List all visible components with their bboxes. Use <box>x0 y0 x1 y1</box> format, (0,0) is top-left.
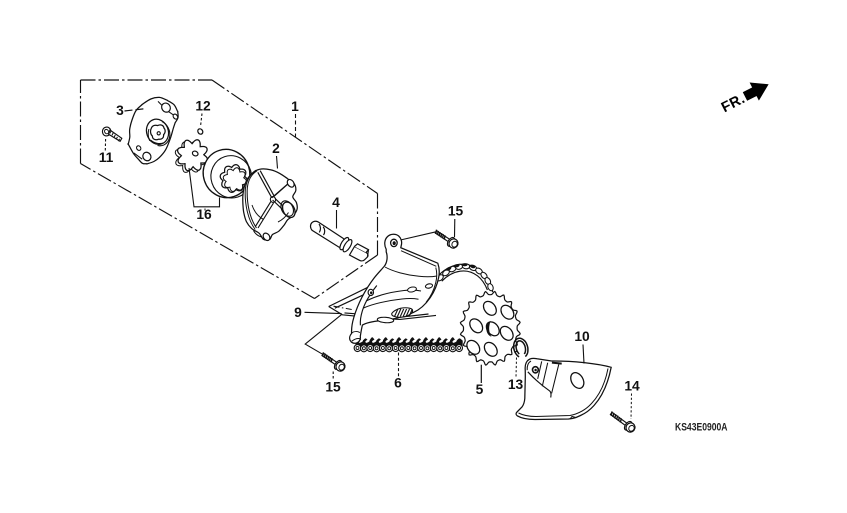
svg-text:10: 10 <box>574 329 590 344</box>
svg-text:3: 3 <box>116 103 124 118</box>
svg-text:1: 1 <box>291 99 299 114</box>
svg-text:16: 16 <box>196 207 212 222</box>
svg-text:6: 6 <box>394 376 402 391</box>
svg-text:9: 9 <box>294 305 302 320</box>
svg-text:KS43E0900A: KS43E0900A <box>675 422 728 434</box>
svg-text:14: 14 <box>624 379 640 394</box>
svg-text:15: 15 <box>325 380 341 395</box>
svg-text:5: 5 <box>476 382 484 397</box>
svg-text:13: 13 <box>508 377 524 392</box>
svg-text:4: 4 <box>332 195 340 210</box>
svg-text:12: 12 <box>195 99 211 114</box>
svg-text:2: 2 <box>272 141 280 156</box>
svg-text:15: 15 <box>448 204 464 219</box>
svg-text:11: 11 <box>99 150 114 165</box>
